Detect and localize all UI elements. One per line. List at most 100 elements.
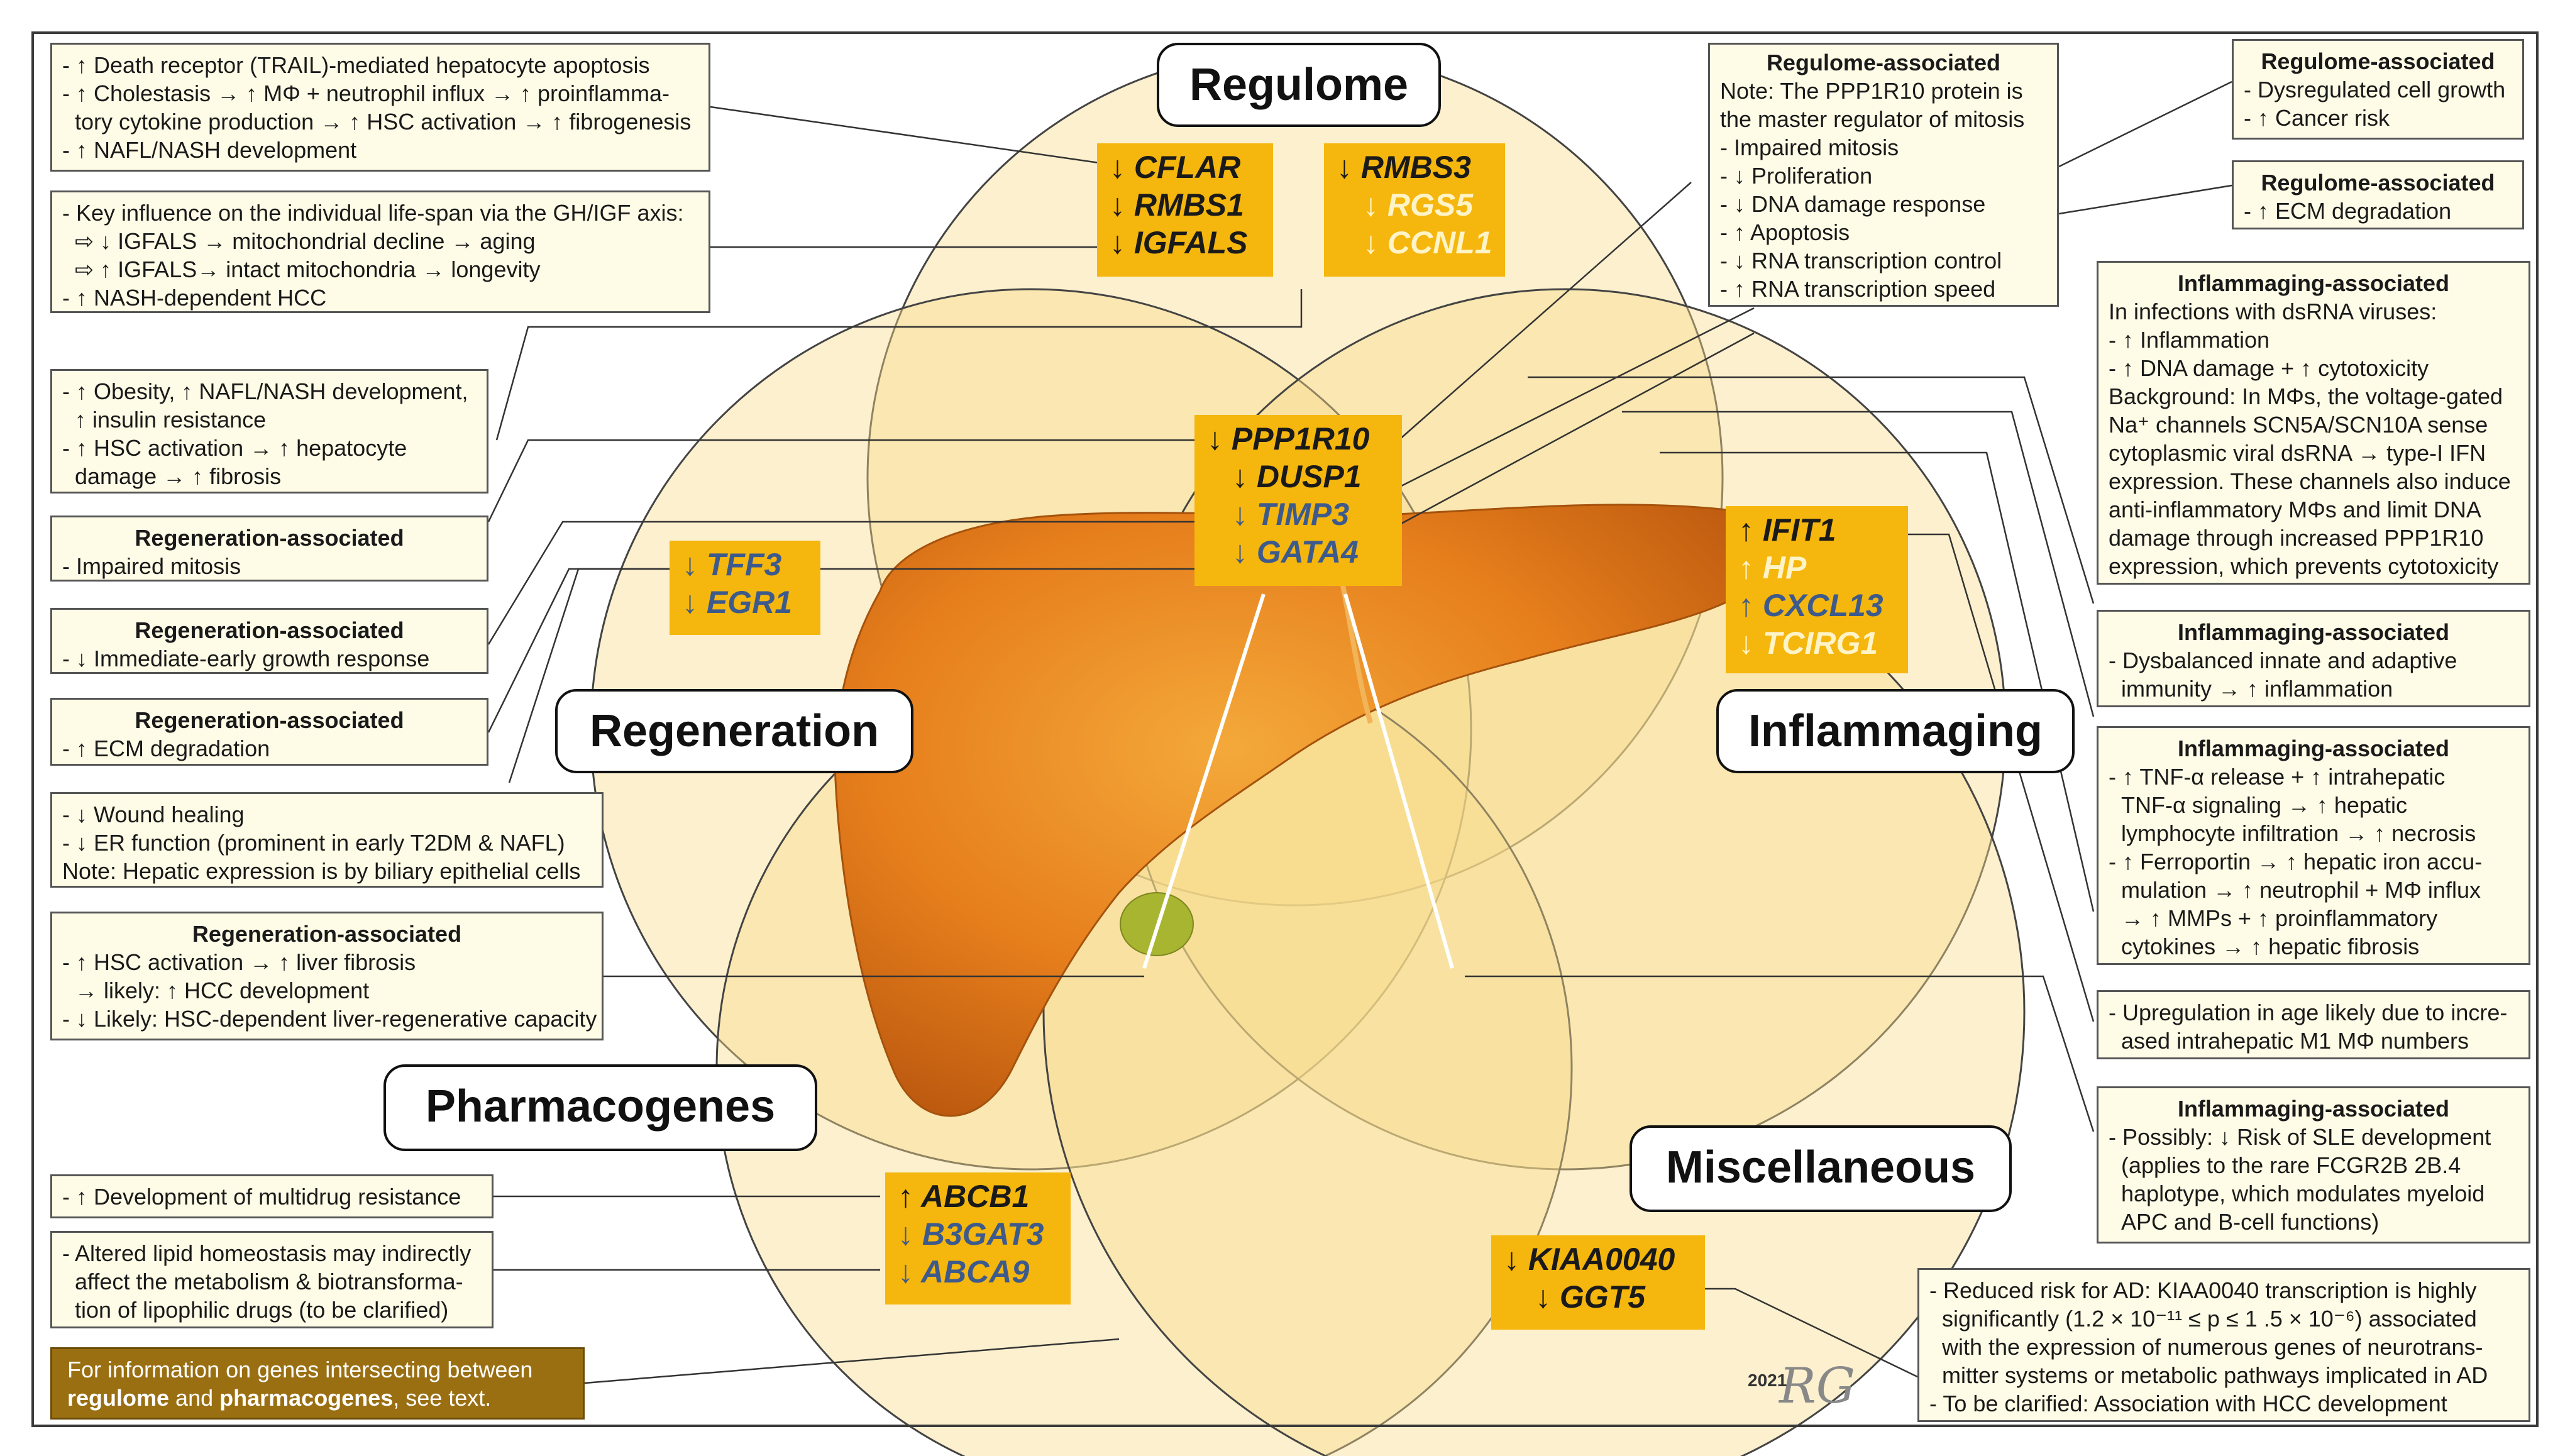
label-miscellaneous: Miscellaneous (1630, 1125, 2012, 1212)
note-box-see-text: For information on genes intersecting be… (50, 1347, 585, 1420)
info-line: - ↑ Cholestasis → ↑ MΦ + neutrophil infl… (62, 80, 670, 106)
info-box-ppp1r10-regen: Regeneration-associated - Impaired mitos… (50, 516, 488, 582)
info-heading: Inflammaging-associated (2177, 619, 2450, 645)
gene-timp3: ↓ TIMP3 (1232, 497, 1350, 532)
info-line: anti-inflammatory MΦs and limit DNA (2109, 497, 2481, 522)
info-line: with the expression of numerous genes of… (1942, 1334, 2483, 1360)
info-line: - ↑ RNA transcription speed (1720, 276, 1996, 302)
info-line: TNF-α signaling → ↑ hepatic (2121, 792, 2407, 818)
info-line: expression. These channels also induce (2109, 468, 2511, 494)
info-line: haplotype, which modulates myeloid (2121, 1181, 2485, 1206)
gene-ifit1: ↑ IFIT1 (1738, 512, 1836, 548)
note-bold-regulome: regulome (67, 1385, 170, 1411)
info-heading: Inflammaging-associated (2177, 270, 2450, 296)
info-line: - ↑ NAFL/NASH development (62, 137, 357, 163)
info-box-cflar: - ↑ Death receptor (TRAIL)-mediated hepa… (50, 43, 710, 172)
gene-ppp1r10: ↓ PPP1R10 (1207, 421, 1370, 456)
center-wedge (1142, 593, 1454, 969)
gene-kiaa0040: ↓ KIAA0040 (1504, 1242, 1675, 1277)
info-line: expression, which prevents cytotoxicity (2109, 553, 2499, 579)
gene-rmbs1: ↓ RMBS1 (1110, 187, 1244, 223)
info-box-abca9: - Altered lipid homeostasis may indirect… (50, 1231, 494, 1328)
info-line: - ↑ TNF-α release + ↑ intrahepatic (2109, 764, 2446, 790)
gene-box-regeneration: ↓ TFF3 ↓ EGR1 (670, 541, 820, 635)
info-line: In infections with dsRNA viruses: (2109, 299, 2437, 324)
info-line: damage through increased PPP1R10 (2109, 525, 2484, 551)
info-line: lymphocyte infiltration → ↑ necrosis (2121, 820, 2476, 846)
info-line: significantly (1.2 × 10⁻¹¹ ≤ p ≤ 1 .5 × … (1942, 1306, 2477, 1332)
info-line: - Impaired mitosis (62, 553, 241, 579)
gene-b3gat3: ↓ B3GAT3 (898, 1216, 1044, 1252)
info-box-timp3-regen: Regeneration-associated - ↑ ECM degradat… (50, 698, 488, 766)
gene-box-center: ↓ PPP1R10 ↓ DUSP1 ↓ TIMP3 ↓ GATA4 (1194, 415, 1402, 586)
info-line: - Upregulation in age likely due to incr… (2109, 1000, 2508, 1025)
info-box-igfals: - Key influence on the individual life-s… (50, 190, 710, 313)
info-line: - ↑ ECM degradation (62, 736, 270, 761)
info-heading: Regulome-associated (2261, 48, 2495, 74)
gene-gata4: ↓ GATA4 (1232, 534, 1359, 570)
gene-abca9: ↓ ABCA9 (898, 1254, 1030, 1289)
info-box-gata4-regen: Regeneration-associated - ↑ HSC activati… (50, 912, 604, 1040)
info-line: → ↑ MMPs + ↑ proinflammatory (2121, 905, 2438, 931)
info-heading: Regulome-associated (1766, 50, 2001, 75)
gene-ccnl1: ↓ CCNL1 (1363, 225, 1492, 260)
info-line: - ↓ Likely: HSC-dependent liver-regenera… (62, 1006, 597, 1032)
gene-cxcl13: ↑ CXCL13 (1738, 588, 1883, 623)
note-bold-pharmacogenes: pharmacogenes (219, 1385, 394, 1411)
info-heading: Regeneration-associated (192, 921, 462, 947)
note-line: regulome and pharmacogenes, see text. (67, 1384, 573, 1412)
info-line: tion of lipophilic drugs (to be clarifie… (75, 1297, 449, 1323)
info-line: damage → ↑ fibrosis (75, 463, 282, 489)
info-line: - ↑ ECM degradation (2244, 198, 2452, 224)
info-line: - ↑ Apoptosis (1720, 219, 1850, 245)
info-line: - ↓ Immediate-early growth response (62, 646, 430, 671)
signature-mark: RG (1779, 1358, 1856, 1415)
info-heading: Inflammaging-associated (2177, 1096, 2450, 1122)
note-and: and (169, 1385, 220, 1411)
gene-rmbs3: ↓ RMBS3 (1337, 150, 1471, 185)
info-line: tory cytokine production → ↑ HSC activat… (75, 109, 692, 135)
info-box-dusp1-inflammaging: Inflammaging-associated - Dysbalanced in… (2097, 610, 2530, 707)
info-box-tcirg1: Inflammaging-associated - Possibly: ↓ Ri… (2097, 1086, 2530, 1244)
info-line: - ↑ DNA damage + ↑ cytotoxicity (2109, 355, 2429, 381)
info-line: - Possibly: ↓ Risk of SLE development (2109, 1124, 2491, 1150)
info-line: - ↑ Ferroportin → ↑ hepatic iron accu- (2109, 849, 2483, 874)
signature-year: 2021 (1748, 1371, 1787, 1390)
info-box-ppp1r10-inflammaging: Inflammaging-associated In infections wi… (2097, 261, 2530, 585)
gene-abcb1: ↑ ABCB1 (898, 1179, 1030, 1214)
info-line: APC and B-cell functions) (2121, 1209, 2380, 1235)
info-line: - ↓ ER function (prominent in early T2DM… (62, 830, 565, 856)
info-line: (applies to the rare FCGR2B 2B.4 (2121, 1152, 2461, 1178)
info-heading: Regeneration-associated (135, 707, 404, 733)
label-regeneration: Regeneration (555, 689, 913, 773)
info-line: ased intrahepatic M1 MΦ numbers (2121, 1028, 2469, 1054)
gene-igfals: ↓ IGFALS (1110, 225, 1248, 260)
gene-hp: ↑ HP (1738, 550, 1807, 585)
note-line: For information on genes intersecting be… (67, 1357, 533, 1382)
label-inflammaging: Inflammaging (1716, 689, 2075, 773)
info-box-kiaa0040: - Reduced risk for AD: KIAA0040 transcri… (1917, 1268, 2530, 1422)
info-box-ccnl1: - ↑ Obesity, ↑ NAFL/NASH development, ↑ … (50, 369, 488, 494)
info-box-dusp1-regen: Regeneration-associated - ↓ Immediate-ea… (50, 608, 488, 674)
liver-ligament (1337, 565, 1373, 724)
info-line: Note: Hepatic expression is by biliary e… (62, 858, 581, 884)
info-line: mulation → ↑ neutrophil + MΦ influx (2121, 877, 2481, 903)
info-box-abcb1: - ↑ Development of multidrug resistance (50, 1174, 494, 1218)
gene-rgs5: ↓ RGS5 (1363, 187, 1474, 223)
info-line: - ↓ DNA damage response (1720, 191, 1986, 217)
info-line: - ↓ Wound healing (62, 802, 245, 827)
info-line: cytoplasmic viral dsRNA → type-I IFN (2109, 440, 2486, 466)
info-line: - ↑ Obesity, ↑ NAFL/NASH development, (62, 378, 468, 404)
info-line: - Key influence on the individual life-s… (62, 200, 684, 226)
info-line: - Reduced risk for AD: KIAA0040 transcri… (1929, 1277, 2477, 1303)
gene-tff3: ↓ TFF3 (682, 547, 782, 582)
info-box-tff3: - ↓ Wound healing - ↓ ER function (promi… (50, 792, 604, 888)
info-line: affect the metabolism & biotransforma- (75, 1269, 463, 1294)
info-line: - ↓ RNA transcription control (1720, 248, 2002, 273)
connector-lines (487, 80, 2232, 1384)
gene-cflar: ↓ CFLAR (1110, 150, 1241, 185)
info-heading: Regeneration-associated (135, 617, 404, 643)
info-heading: Regeneration-associated (135, 525, 404, 551)
info-heading: Inflammaging-associated (2177, 736, 2450, 761)
